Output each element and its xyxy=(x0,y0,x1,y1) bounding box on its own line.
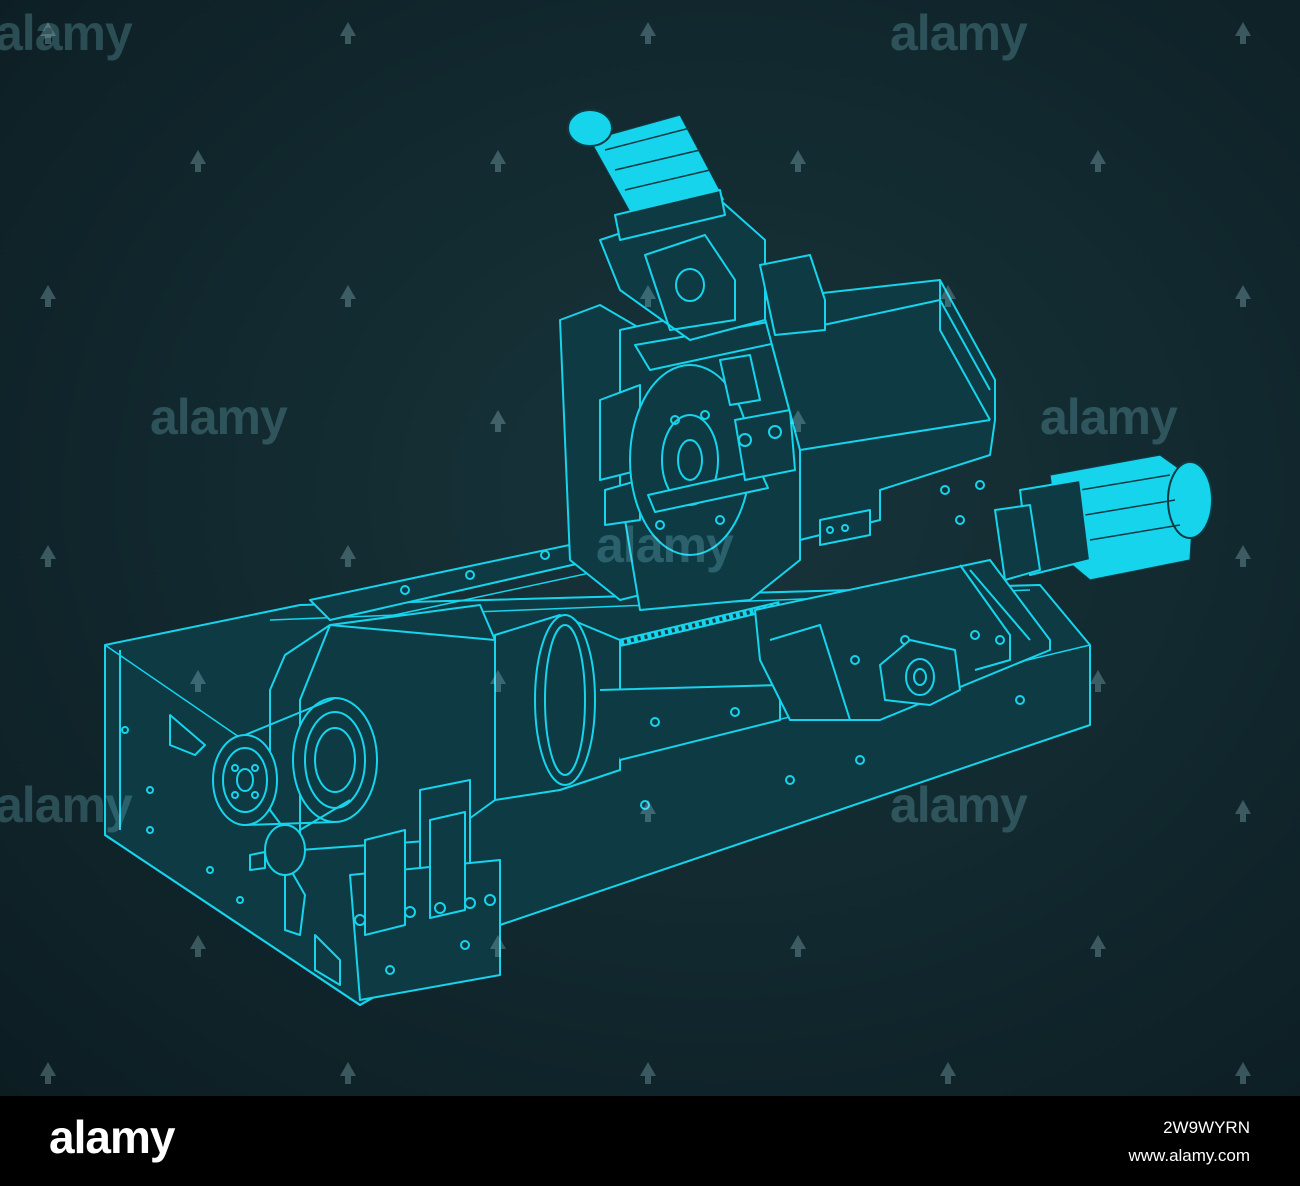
footer-image-id: 2W9WYRN xyxy=(1163,1118,1250,1137)
watermark: alamy xyxy=(890,777,1028,833)
watermark-logo-icon xyxy=(940,285,956,307)
cnc-lathe-drawing xyxy=(104,109,1213,1006)
watermark-logo-icon xyxy=(790,935,806,957)
turret-housing xyxy=(759,279,996,546)
watermark-logo-icon xyxy=(640,1062,656,1084)
watermark-logo-icon xyxy=(640,22,656,44)
watermark-logo-icon xyxy=(940,1062,956,1084)
watermark: alamy xyxy=(0,777,133,833)
watermark-logo-icon xyxy=(340,22,356,44)
watermark-logo-icon xyxy=(490,935,506,957)
tool-turret xyxy=(559,299,801,611)
footer-url: www.alamy.com xyxy=(1128,1146,1250,1165)
watermark-logo-icon xyxy=(40,1062,56,1084)
watermark-logo-icon xyxy=(1090,935,1106,957)
watermark-logo-icon xyxy=(40,22,56,44)
spindle-cylinder xyxy=(494,614,781,801)
watermark-logo-icon xyxy=(340,285,356,307)
watermark-logo-icon xyxy=(340,545,356,567)
watermark-logo-icon xyxy=(490,670,506,692)
watermark-logo-icon xyxy=(40,285,56,307)
footer-logo: alamy xyxy=(49,1111,175,1163)
watermark-logo-icon xyxy=(490,150,506,172)
watermark-logo-icon xyxy=(490,410,506,432)
coolant-nozzle xyxy=(249,799,351,876)
watermark-logo-icon xyxy=(340,1062,356,1084)
right-servo-motor xyxy=(940,454,1213,581)
watermark-logo-icon xyxy=(790,150,806,172)
watermark-logo-icon xyxy=(1090,670,1106,692)
bed-mounting-holes xyxy=(640,695,1025,810)
watermark-logo-icon xyxy=(40,545,56,567)
bearing-block xyxy=(879,639,961,706)
watermark-logo-icon xyxy=(190,670,206,692)
watermark-logo-icon xyxy=(1235,800,1251,822)
watermark: alamy xyxy=(150,389,288,445)
watermark-logo-icon xyxy=(790,410,806,432)
footer-bar: alamy 2W9WYRN www.alamy.com xyxy=(0,1096,1300,1186)
watermark: alamy xyxy=(890,5,1028,61)
watermark: alamy xyxy=(596,517,734,573)
watermark-logo-icon xyxy=(1235,285,1251,307)
watermark-logo-icon xyxy=(190,935,206,957)
top-servo-motor xyxy=(567,109,726,241)
watermark-logo-icon xyxy=(1235,1062,1251,1084)
blueprint-canvas: alamy alamy alamy alamy alamy alamy alam… xyxy=(0,0,1300,1096)
watermark-logo-icon xyxy=(1090,150,1106,172)
bed-side-panel xyxy=(121,714,341,986)
watermark: alamy xyxy=(1040,389,1178,445)
watermark-logo-icon xyxy=(640,285,656,307)
watermark-logo-icon xyxy=(1235,545,1251,567)
watermark-logo-icon xyxy=(640,800,656,822)
watermark: alamy xyxy=(0,5,133,61)
watermark-logo-icon xyxy=(1235,22,1251,44)
watermark-logo-icon xyxy=(190,150,206,172)
cross-slide-carriage xyxy=(754,559,1051,721)
